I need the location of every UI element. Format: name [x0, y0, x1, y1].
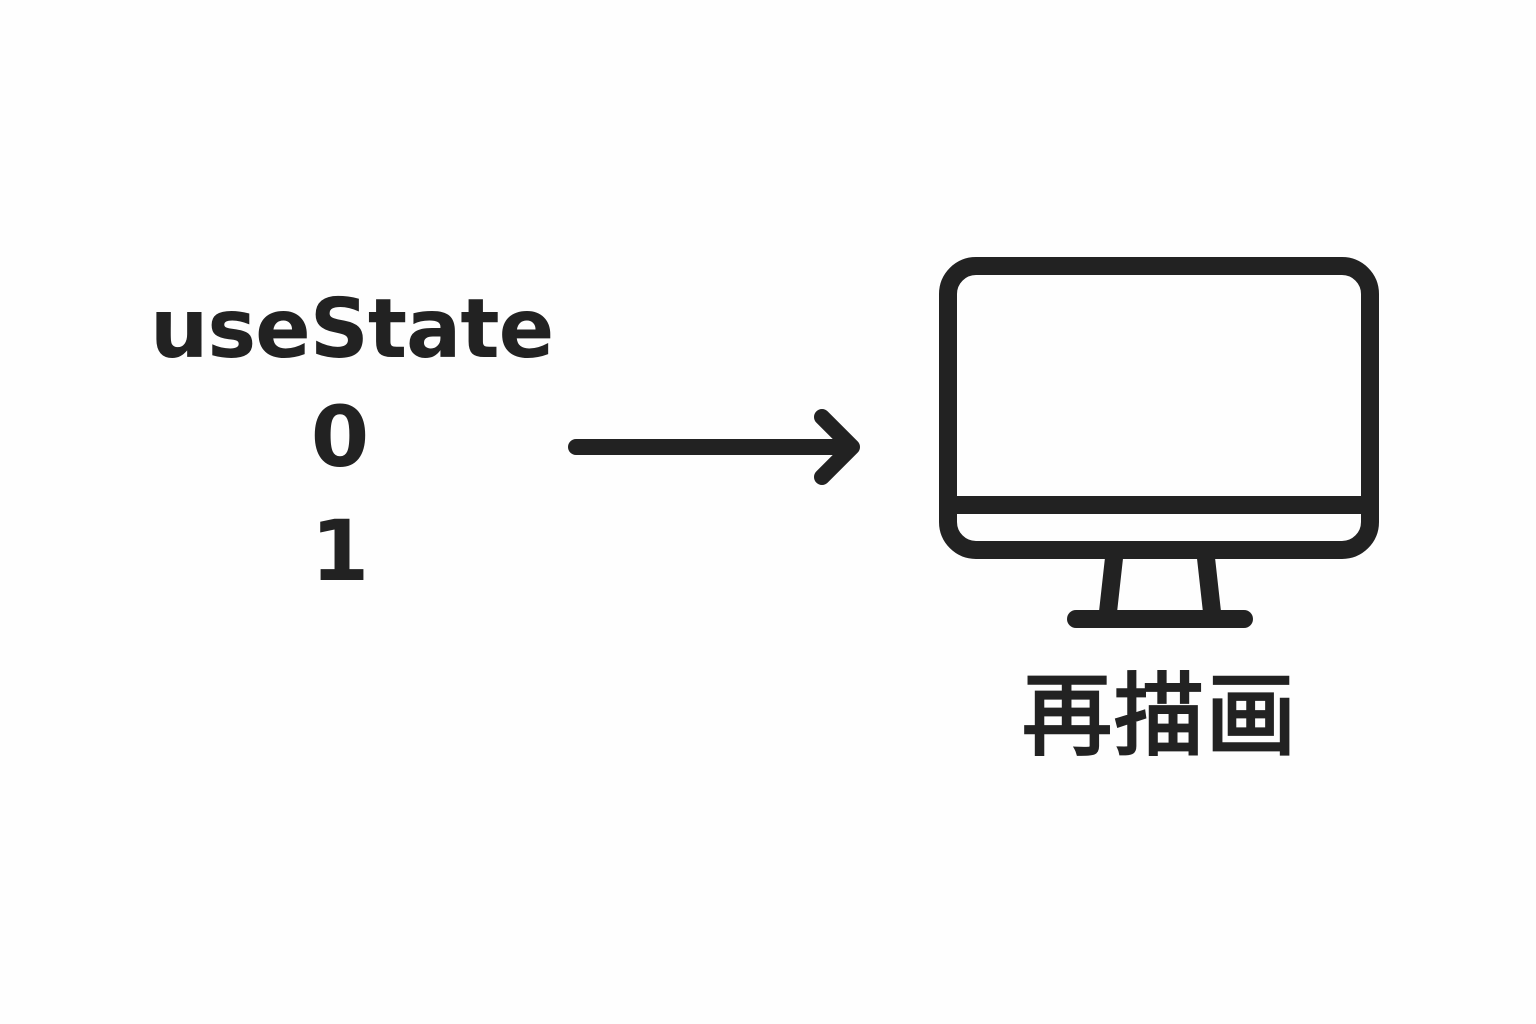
- arrow-right-icon: [568, 409, 860, 485]
- monitor-icon: [939, 257, 1379, 628]
- state-value-0: 0: [310, 388, 370, 486]
- state-group: useState 0 1: [150, 280, 554, 608]
- state-value-1: 1: [310, 502, 370, 600]
- rerender-label: 再描画: [1022, 664, 1298, 769]
- state-label: useState: [150, 282, 554, 377]
